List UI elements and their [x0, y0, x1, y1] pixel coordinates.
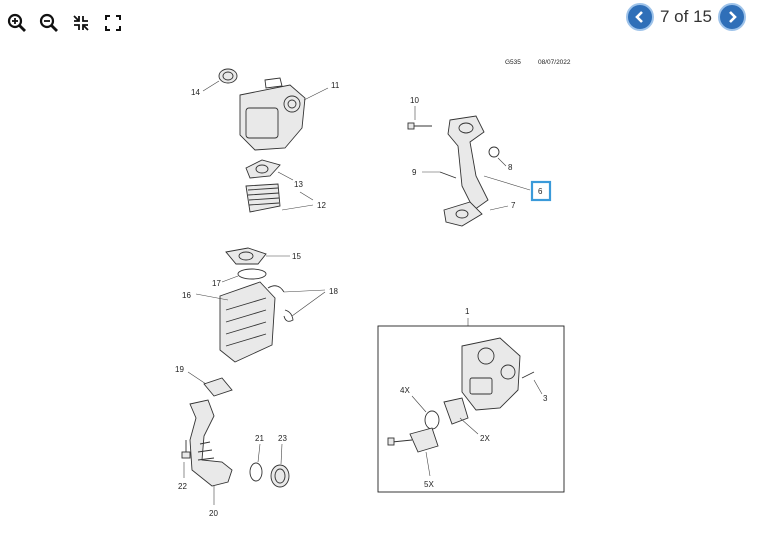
label-17: 17	[212, 279, 221, 288]
part-9-bolt	[422, 171, 457, 179]
next-page-button[interactable]	[718, 3, 746, 31]
label-6: 6	[538, 187, 543, 196]
part-3-bolt	[521, 371, 543, 395]
label-8: 8	[508, 163, 513, 172]
page-indicator: 7 of 15	[660, 7, 712, 26]
collapse-icon[interactable]	[70, 12, 92, 34]
label-15: 15	[292, 252, 301, 261]
zoom-in-icon[interactable]	[6, 12, 28, 34]
part-22-bolt	[181, 440, 191, 478]
part-14-ring	[202, 68, 238, 92]
arrow-right-icon	[729, 11, 737, 23]
label-20: 20	[209, 509, 218, 518]
part-15-flange	[225, 247, 290, 265]
part-18-clips	[267, 285, 326, 322]
label-2x: 2X	[480, 434, 490, 443]
arrow-left-icon	[635, 11, 643, 23]
part-6-pipe	[443, 115, 489, 227]
label-7: 7	[511, 201, 516, 210]
prev-page-button[interactable]	[626, 3, 654, 31]
label-1: 1	[465, 307, 470, 316]
label-19: 19	[175, 365, 184, 374]
zoom-out-icon[interactable]	[38, 12, 60, 34]
label-18: 18	[329, 287, 338, 296]
diagram-date: 08/07/2022	[538, 59, 571, 66]
part-2x-flange	[443, 397, 479, 435]
label-12: 12	[317, 201, 326, 210]
label-21: 21	[255, 434, 264, 443]
label-3: 3	[543, 394, 548, 403]
diagram-code: G535	[505, 59, 521, 66]
part-16-egr-cooler	[195, 281, 276, 363]
part-8-ring	[488, 146, 507, 167]
part-21-ring	[249, 443, 263, 482]
part-1-egr-valve	[461, 337, 521, 411]
part-23-clamp	[270, 443, 290, 488]
part-10-bolt	[407, 106, 432, 130]
expand-icon[interactable]	[102, 12, 124, 34]
viewer-toolbar	[6, 12, 124, 34]
label-14: 14	[191, 88, 200, 97]
part-19-gasket	[187, 371, 233, 397]
label-9: 9	[412, 168, 417, 177]
label-22: 22	[178, 482, 187, 491]
part-5x-bolt	[387, 427, 439, 477]
label-16: 16	[182, 291, 191, 300]
parts-diagram: G535 08/07/2022 14 11 13 12 15	[175, 59, 571, 518]
part-13-gasket	[245, 159, 294, 181]
label-5x: 5X	[424, 480, 434, 489]
label-13: 13	[294, 180, 303, 189]
part-11-egr-valve	[239, 77, 329, 151]
part-12-flex-pipe	[245, 183, 314, 213]
part-17-gasket	[221, 268, 267, 283]
part-6-highlight[interactable]: 6	[530, 180, 552, 202]
part-20-pipe	[189, 399, 233, 505]
pager: 7 of 15	[626, 3, 746, 31]
label-4x: 4X	[400, 386, 410, 395]
label-23: 23	[278, 434, 287, 443]
label-11: 11	[331, 81, 340, 90]
label-10: 10	[410, 96, 419, 105]
detail-box-part-1	[377, 318, 565, 493]
part-4x-gasket	[411, 395, 440, 430]
